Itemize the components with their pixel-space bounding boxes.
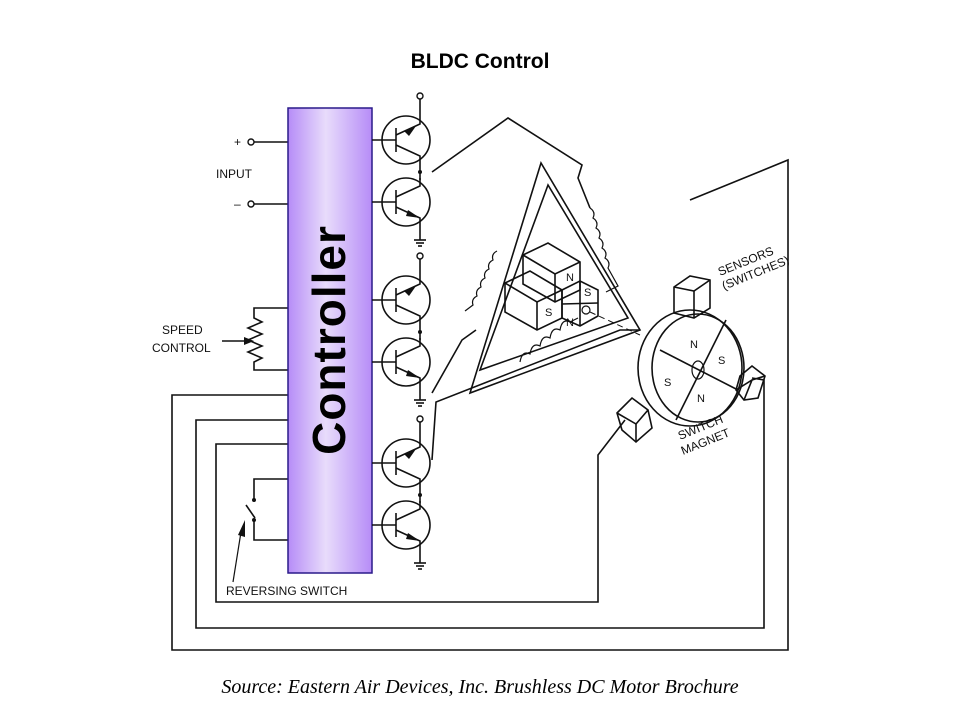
- stator-delta-windings: [431, 117, 642, 461]
- controller-label: Controller: [303, 225, 355, 455]
- rotor-pole-label: S: [545, 307, 552, 319]
- source-caption: Source: Eastern Air Devices, Inc. Brushl…: [221, 676, 739, 698]
- transistor-pair: [372, 252, 431, 407]
- supply-terminal: [416, 415, 424, 423]
- transistor-bridge: [372, 92, 431, 570]
- sensor-left: [616, 396, 653, 444]
- controller-block: Controller: [287, 107, 373, 574]
- feedback-wire-inner: [215, 419, 626, 603]
- npn-transistor: [372, 275, 431, 325]
- feedback-wire-middle: [195, 377, 765, 629]
- supply-terminal: [416, 92, 424, 100]
- input-plus-label: +: [234, 135, 241, 149]
- emitter-arrow-icon: [406, 533, 420, 541]
- sensor-feedback-wires: [171, 158, 789, 651]
- npn-transistor: [372, 438, 431, 488]
- npn-transistor: [372, 177, 431, 227]
- speed-control-label-line2: CONTROL: [152, 341, 211, 355]
- emitter-arrow-icon: [404, 126, 416, 136]
- sensor-right: [735, 364, 766, 401]
- transistor-pair: [372, 92, 431, 247]
- npn-transistor: [372, 337, 431, 387]
- npn-transistor: [372, 115, 431, 165]
- feedback-wire-outer: [171, 158, 789, 651]
- switch-magnet-disk: N S S N: [637, 309, 745, 427]
- ground-icon: [414, 549, 426, 570]
- supply-terminal: [416, 252, 424, 260]
- reversing-switch-arrow-icon: [238, 520, 245, 537]
- reversing-switch-label: REVERSING SWITCH: [226, 584, 347, 598]
- winding-coil-left: [464, 250, 498, 312]
- reversing-switch: REVERSING SWITCH: [226, 478, 347, 598]
- speed-control-arrow-icon: [244, 337, 254, 345]
- delta-outer: [468, 161, 642, 395]
- switch-magnet-pole-label: S: [718, 355, 725, 367]
- input-terminals: + INPUT –: [216, 135, 288, 211]
- input-plus-terminal: [247, 138, 255, 146]
- switch-magnet-pole-label: S: [664, 377, 671, 389]
- switch-magnet-pole-label: N: [697, 393, 705, 405]
- winding-coil-right: [589, 207, 619, 293]
- rotor-permanent-magnet: N S S N: [504, 242, 641, 336]
- input-minus-terminal: [247, 200, 255, 208]
- speed-control-label-line1: SPEED: [162, 323, 203, 337]
- delta-inner: [478, 183, 630, 372]
- transistor-pair: [372, 415, 431, 570]
- phase-wire-b: [431, 329, 477, 394]
- ground-icon: [414, 386, 426, 407]
- diagram-title: BLDC Control: [410, 50, 550, 73]
- input-minus-label: –: [234, 197, 241, 211]
- sensor-top: [673, 275, 711, 319]
- emitter-arrow-icon: [404, 449, 416, 459]
- rotor-pole-label: S: [584, 287, 591, 299]
- winding-coil-bottom: [519, 317, 579, 363]
- npn-transistor: [372, 500, 431, 550]
- rotor-pole-label: N: [566, 317, 574, 329]
- input-label: INPUT: [216, 167, 253, 181]
- phase-wire-a: [431, 117, 591, 209]
- rotor-pole-label: N: [566, 272, 574, 284]
- ground-icon: [414, 226, 426, 247]
- hall-sensors: SENSORS (SWITCHES) SWITCH MAGNET: [616, 244, 791, 458]
- speed-control-potentiometer: SPEED CONTROL: [152, 307, 288, 371]
- emitter-arrow-icon: [404, 286, 416, 296]
- emitter-arrow-icon: [406, 370, 420, 378]
- switch-magnet-pole-label: N: [690, 339, 698, 351]
- emitter-arrow-icon: [406, 210, 420, 218]
